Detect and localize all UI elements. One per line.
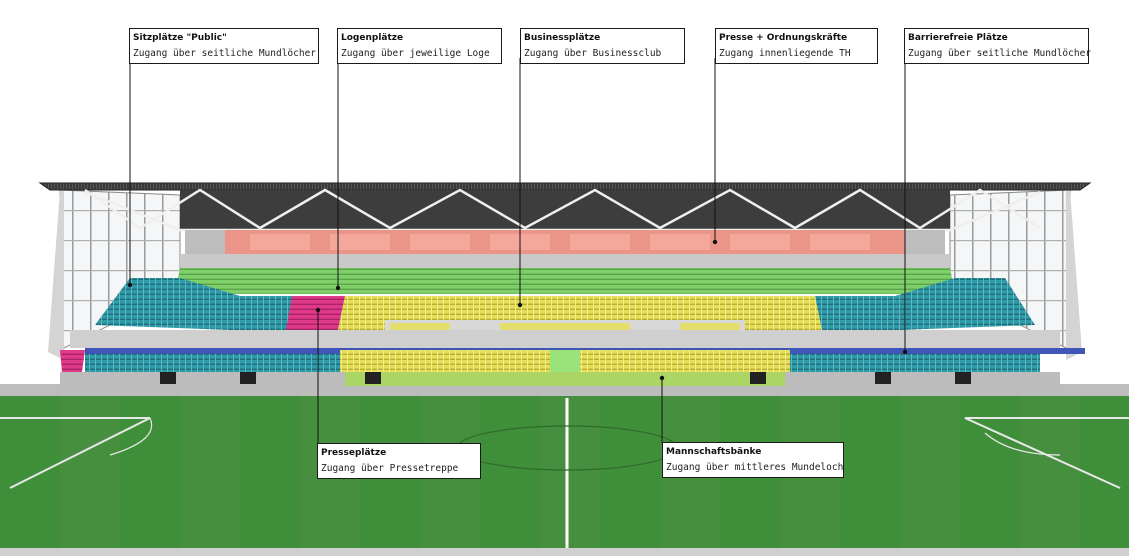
label-logen-title: Logenplätze xyxy=(341,33,404,43)
pitch xyxy=(0,392,1129,556)
label-logen: Logenplätze Zugang über jeweilige Loge xyxy=(337,28,502,64)
label-presseplaetze-title: Presseplätze xyxy=(321,448,387,458)
label-presseplaetze: Presseplätze Zugang über Pressetreppe xyxy=(317,443,481,479)
label-logen-subtitle: Zugang über jeweilige Loge xyxy=(341,48,490,59)
label-barrierefrei: Barrierefreie Plätze Zugang über seitlic… xyxy=(904,28,1092,64)
label-business-subtitle: Zugang über Businessclub xyxy=(524,48,662,59)
label-presse-ordnung: Presse + Ordnungskräfte Zugang innenlieg… xyxy=(715,28,878,64)
label-business: Businessplätze Zugang über Businessclub xyxy=(520,28,685,64)
label-barrierefrei-title: Barrierefreie Plätze xyxy=(908,33,1008,43)
leader-lines xyxy=(129,58,906,444)
label-public-subtitle: Zugang über seitliche Mundlöcher xyxy=(133,48,317,59)
concourse xyxy=(70,330,1060,348)
label-business-title: Businessplätze xyxy=(524,33,601,43)
podium-wall xyxy=(60,372,1060,386)
lower-tier xyxy=(60,348,1085,372)
label-public-title: Sitzplätze "Public" xyxy=(133,33,227,43)
label-presse-ordnung-subtitle: Zugang innenliegende TH xyxy=(719,48,851,59)
label-barrierefrei-subtitle: Zugang über seitliche Mundlöcher xyxy=(908,48,1092,59)
label-mannschaft-title: Mannschaftsbänke xyxy=(666,447,762,457)
apron xyxy=(0,384,1129,396)
upper-tier xyxy=(95,278,1035,330)
box-zone xyxy=(175,268,955,294)
glass-walls xyxy=(48,189,1082,360)
label-mannschaft: Mannschaftsbänke Zugang über mittleres M… xyxy=(662,442,844,478)
press-zone xyxy=(180,230,950,268)
leader-dots xyxy=(127,239,908,381)
label-presseplaetze-subtitle: Zugang über Pressetreppe xyxy=(321,463,459,474)
label-public: Sitzplätze "Public" Zugang über seitlich… xyxy=(129,28,319,64)
label-presse-ordnung-title: Presse + Ordnungskräfte xyxy=(719,33,848,43)
label-mannschaft-subtitle: Zugang über mittleres Mundeloch xyxy=(666,462,844,473)
roof xyxy=(38,182,1092,232)
